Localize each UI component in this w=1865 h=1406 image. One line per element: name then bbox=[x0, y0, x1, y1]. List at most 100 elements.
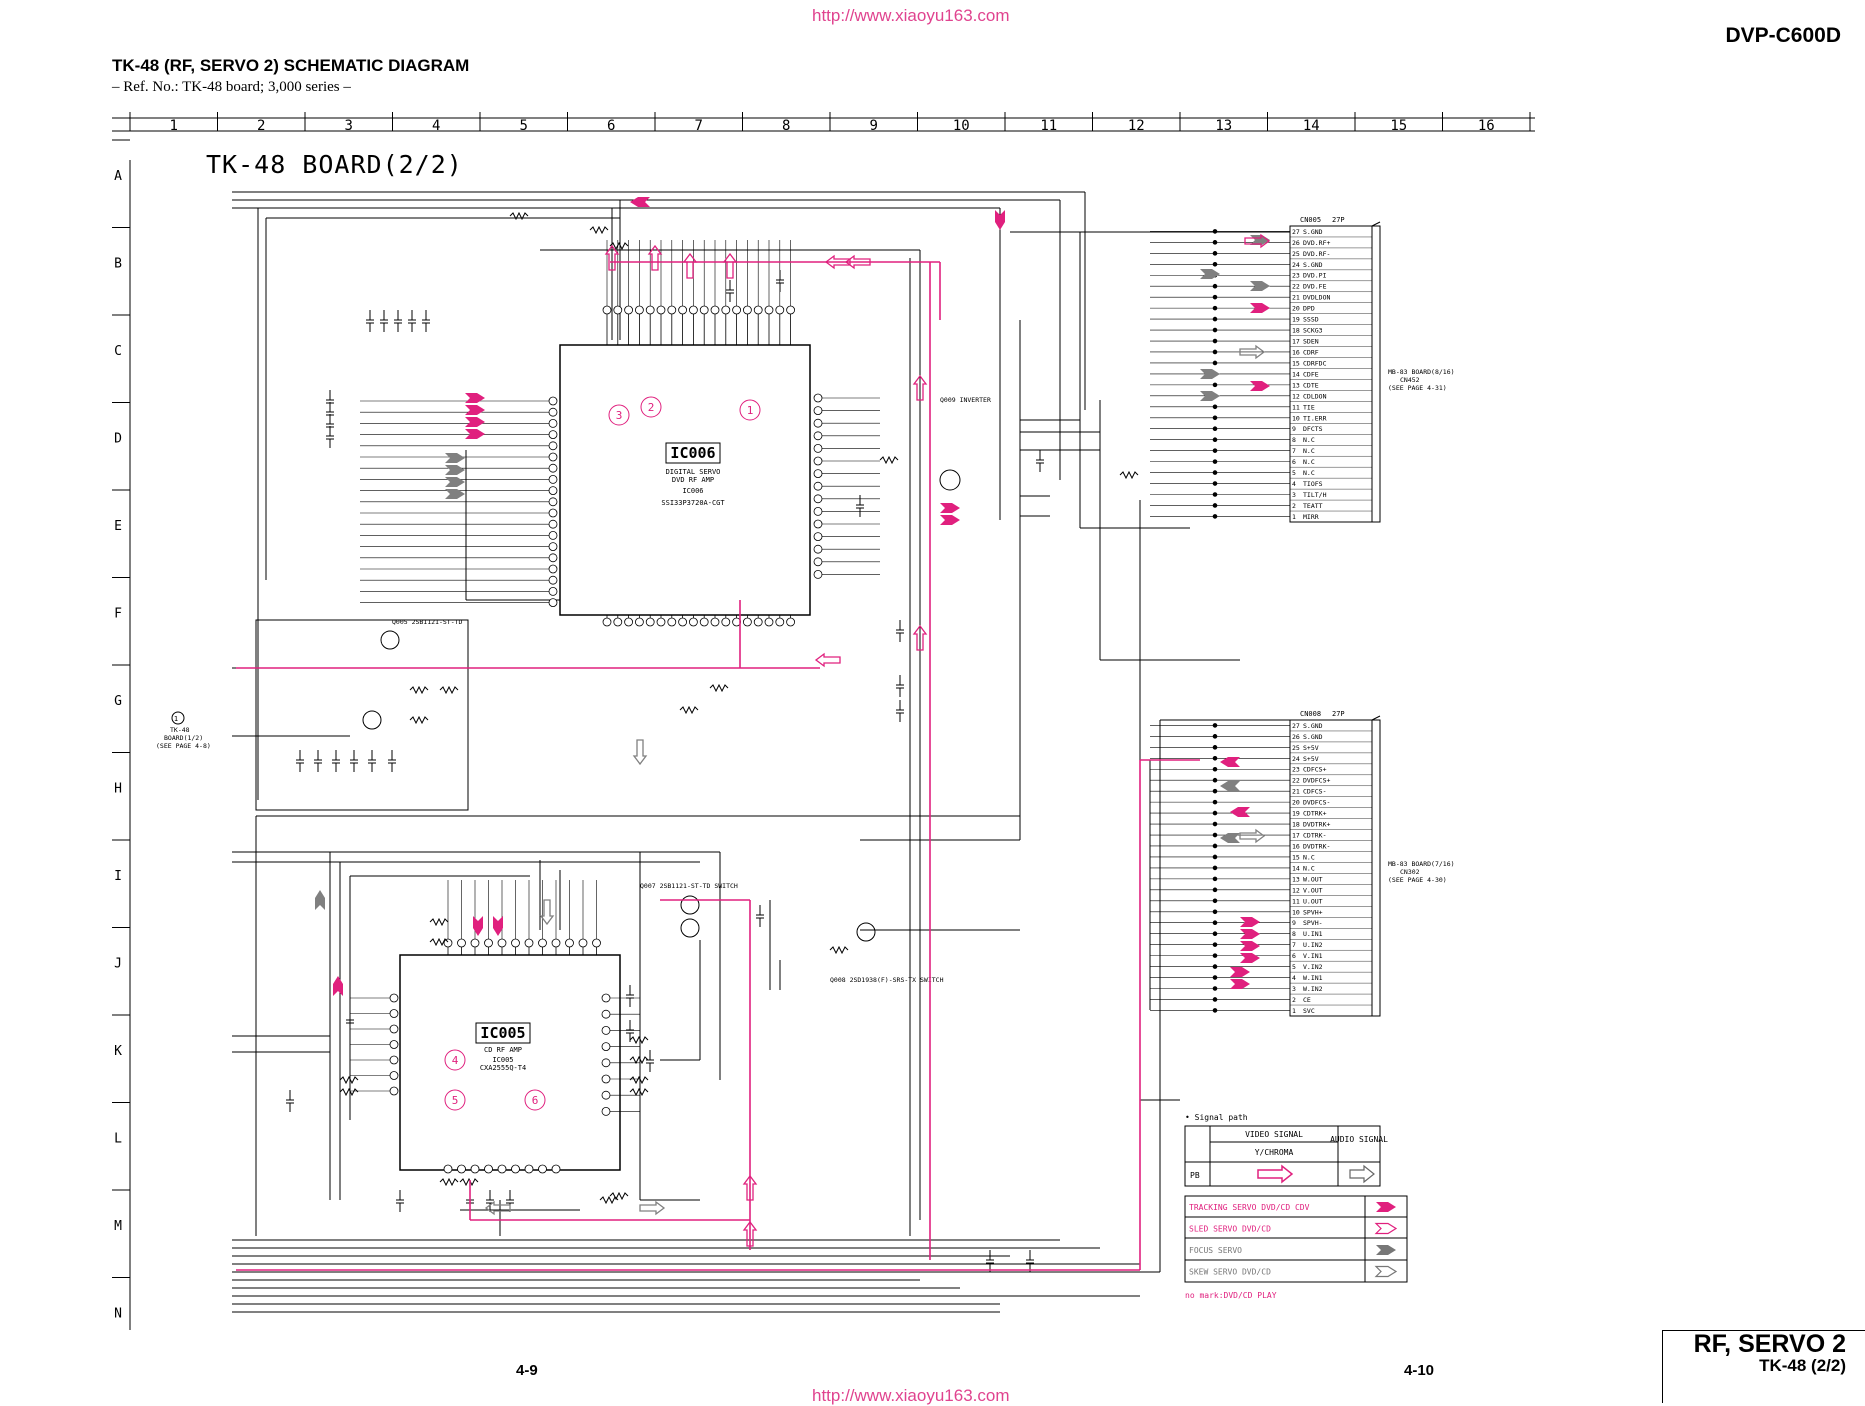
grid-column-label: 15 bbox=[1390, 118, 1407, 134]
connector-pin-number: 19 bbox=[1292, 810, 1300, 818]
grid-row-label: D bbox=[114, 432, 122, 447]
svg-text:CN005: CN005 bbox=[1300, 216, 1321, 224]
connector-pin-number: 9 bbox=[1292, 919, 1296, 927]
connector-pin-number: 2 bbox=[1292, 996, 1296, 1004]
callout-6 bbox=[524, 1089, 546, 1111]
grid-row-label: L bbox=[114, 1132, 122, 1147]
connector-pin-name: V.OUT bbox=[1303, 886, 1323, 894]
footer-box bbox=[1662, 1330, 1865, 1403]
connector-pin-name: S+5V bbox=[1303, 755, 1319, 763]
svg-text:3: 3 bbox=[616, 409, 623, 422]
connector-pin-name: MIRR bbox=[1303, 513, 1319, 521]
connector-pin-number: 18 bbox=[1292, 821, 1300, 829]
connector-pin-number: 22 bbox=[1292, 283, 1300, 291]
transistor-q007b bbox=[680, 918, 700, 938]
page-number-left: 4-9 bbox=[516, 1362, 538, 1379]
connector-pin-name: DVDTRK+ bbox=[1303, 821, 1330, 829]
svg-text:(SEE PAGE 4-30): (SEE PAGE 4-30) bbox=[1388, 876, 1447, 884]
connector-pin-name: TI.ERR bbox=[1303, 414, 1327, 422]
connector-pin-name: N.C bbox=[1303, 853, 1315, 861]
grid-column-label: 12 bbox=[1128, 118, 1145, 134]
connector-pin-number: 2 bbox=[1292, 502, 1296, 510]
legend-arrow-icon bbox=[1376, 1245, 1396, 1255]
connector-pin-name: SPVH- bbox=[1303, 919, 1323, 927]
connector-pin-number: 23 bbox=[1292, 766, 1300, 774]
connector-pin-number: 20 bbox=[1292, 305, 1300, 313]
grid-column-label: 14 bbox=[1303, 118, 1320, 134]
connector-pin-number: 26 bbox=[1292, 239, 1300, 247]
svg-text:PB: PB bbox=[1190, 1171, 1200, 1180]
legend-row-label: TRACKING SERVO DVD/CD CDV bbox=[1189, 1203, 1310, 1212]
signal-path-legend: • Signal path VIDEO SIGNAL Y/CHROMA AUDI… bbox=[1184, 1113, 1408, 1300]
grid-row-label: A bbox=[114, 169, 122, 184]
grid-column-label: 3 bbox=[345, 118, 353, 134]
svg-text:6: 6 bbox=[532, 1094, 539, 1107]
footer-url[interactable]: http://www.xiaoyu163.com bbox=[812, 1386, 1010, 1405]
svg-text:(SEE PAGE 4-31): (SEE PAGE 4-31) bbox=[1388, 384, 1447, 392]
connector-pin-number: 24 bbox=[1292, 755, 1300, 763]
board-title: TK-48 BOARD(2/2) bbox=[206, 150, 463, 179]
grid-column-label: 5 bbox=[520, 118, 528, 134]
connector-pin-name: CDFE bbox=[1303, 370, 1319, 378]
connector-pin-name: V.IN2 bbox=[1303, 963, 1323, 971]
grid-column-label: 8 bbox=[782, 118, 790, 134]
connector-pin-name: N.C bbox=[1303, 436, 1315, 444]
svg-text:• Signal path: • Signal path bbox=[1185, 1113, 1248, 1122]
connector-pin-number: 27 bbox=[1292, 722, 1300, 730]
connector-pin-number: 23 bbox=[1292, 272, 1300, 280]
q005-label: Q005 2SB1121-ST-TD bbox=[392, 618, 463, 626]
grid-column-label: 1 bbox=[170, 118, 178, 134]
connector-pin-name: U.IN2 bbox=[1303, 941, 1323, 949]
connector-pin-name: CDLDON bbox=[1303, 392, 1327, 400]
connector-pin-number: 20 bbox=[1292, 799, 1300, 807]
connector-pin-number: 21 bbox=[1292, 788, 1300, 796]
grid-row-label: B bbox=[114, 257, 122, 272]
grid-column-label: 4 bbox=[432, 118, 440, 134]
connector-pin-name: W.IN2 bbox=[1303, 985, 1323, 993]
svg-text:TK-48: TK-48 bbox=[170, 726, 190, 734]
q007-label: Q007 2SB1121-ST-TD SWITCH bbox=[640, 882, 738, 890]
header-url[interactable]: http://www.xiaoyu163.com bbox=[812, 6, 1010, 25]
connector-pin-name: V.IN1 bbox=[1303, 952, 1323, 960]
connector-pin-name: DVDFCS- bbox=[1303, 799, 1330, 807]
grid-column-label: 9 bbox=[870, 118, 878, 134]
footer-subtitle: TK-48 (2/2) bbox=[1759, 1356, 1846, 1375]
connector-pin-name: DFCTS bbox=[1303, 425, 1323, 433]
connector-pin-number: 6 bbox=[1292, 458, 1296, 466]
connector-pin-name: CDRFDC bbox=[1303, 359, 1327, 367]
callout-3 bbox=[608, 404, 630, 426]
connector-pin-name: W.IN1 bbox=[1303, 974, 1323, 982]
connector-pin-number: 3 bbox=[1292, 491, 1296, 499]
ic005-chip: IC005 CD RF AMP IC005 CXA2555Q-T4 bbox=[350, 880, 640, 1174]
svg-text:1: 1 bbox=[174, 715, 178, 723]
ic006-desc2: DVD RF AMP bbox=[672, 476, 714, 484]
grid-row-label: C bbox=[114, 344, 122, 359]
grid-column-label: 16 bbox=[1478, 118, 1495, 134]
connector-pin-name: SDEN bbox=[1303, 338, 1319, 346]
reference-mark bbox=[171, 711, 185, 725]
connector-pin-name: DVD.FE bbox=[1303, 283, 1327, 291]
connector-pin-name: S.GND bbox=[1303, 733, 1323, 741]
connector-pin-name: SSSD bbox=[1303, 316, 1319, 324]
ic005-part: CXA2555Q-T4 bbox=[480, 1064, 526, 1072]
svg-text:27P: 27P bbox=[1332, 216, 1345, 224]
grid-column-label: 2 bbox=[257, 118, 265, 134]
connector-pin-name: W.OUT bbox=[1303, 875, 1323, 883]
connector-pin-name: SPVH+ bbox=[1303, 908, 1323, 916]
grid-row-label: E bbox=[114, 519, 122, 534]
grid-column-label: 13 bbox=[1215, 118, 1232, 134]
ic006-chip: IC006 DIGITAL SERVO DVD RF AMP IC006 SSI… bbox=[360, 240, 880, 627]
connector-pin-name: CDFCS- bbox=[1303, 788, 1326, 796]
connector-pin-number: 17 bbox=[1292, 832, 1300, 840]
ic005-desc1: CD RF AMP bbox=[484, 1046, 522, 1054]
callout-2 bbox=[640, 396, 662, 418]
connector-pin-number: 13 bbox=[1292, 381, 1300, 389]
connector-pin-name: DVD.RF- bbox=[1303, 250, 1330, 258]
connector-pin-name: CDRF bbox=[1303, 348, 1319, 356]
connector-pin-name: S.GND bbox=[1303, 722, 1323, 730]
connector-pin-name: CDTE bbox=[1303, 381, 1319, 389]
ic006-desc1: DIGITAL SERVO bbox=[666, 468, 721, 476]
svg-text:1: 1 bbox=[747, 404, 754, 417]
connector-pin-name: DVDLDON bbox=[1303, 294, 1330, 302]
connector-pin-number: 8 bbox=[1292, 930, 1296, 938]
